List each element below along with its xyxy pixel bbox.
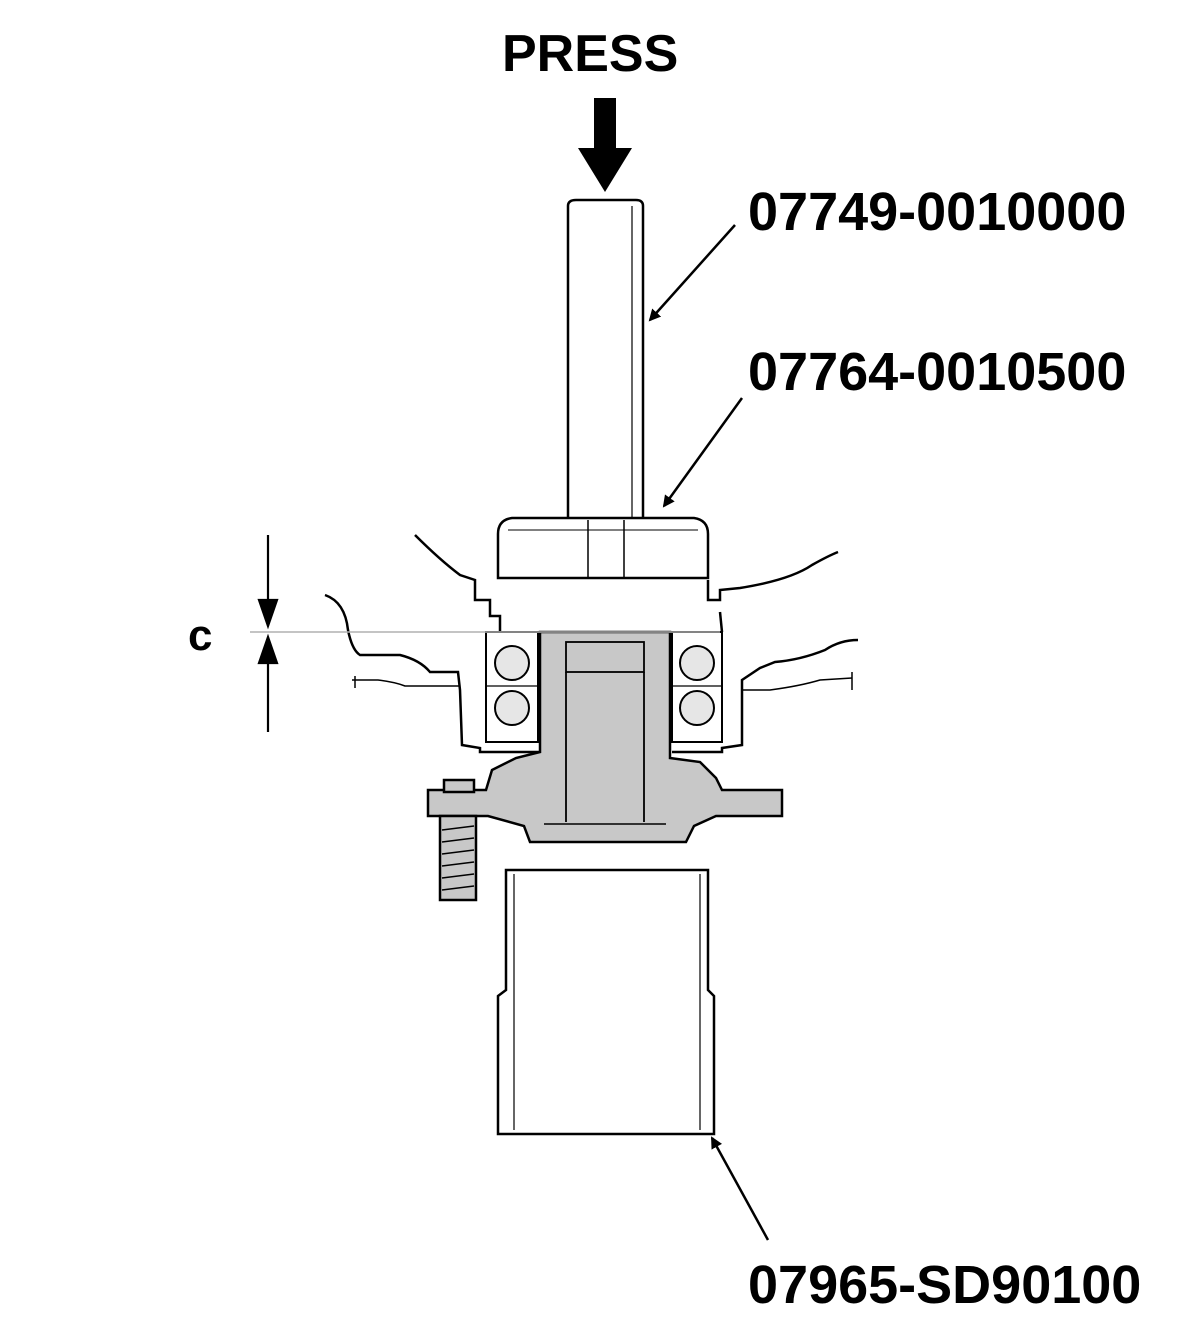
attachment-part-number: 07764-0010500 [748, 342, 1127, 402]
dimension-c-marker [257, 535, 279, 732]
knuckle-right [672, 550, 859, 754]
bearing-left [485, 631, 539, 743]
press-label: PRESS [502, 25, 679, 83]
dimension-label: c [188, 611, 213, 660]
wheel-hub [426, 630, 784, 844]
bearing-right [671, 631, 723, 743]
attachment-ring [496, 516, 710, 580]
press-arrow [578, 98, 632, 192]
support-tool [496, 868, 716, 1136]
support-part-number: 07965-SD90100 [748, 1255, 1142, 1315]
knuckle-left [324, 534, 540, 754]
leader-attachment [662, 397, 744, 508]
driver-part-number: 07749-0010000 [748, 182, 1127, 242]
leader-support [710, 1136, 770, 1241]
wheel-bolt [438, 778, 478, 902]
driver-shaft [566, 198, 645, 520]
leader-lines [648, 224, 770, 1241]
leader-driver [648, 224, 736, 322]
